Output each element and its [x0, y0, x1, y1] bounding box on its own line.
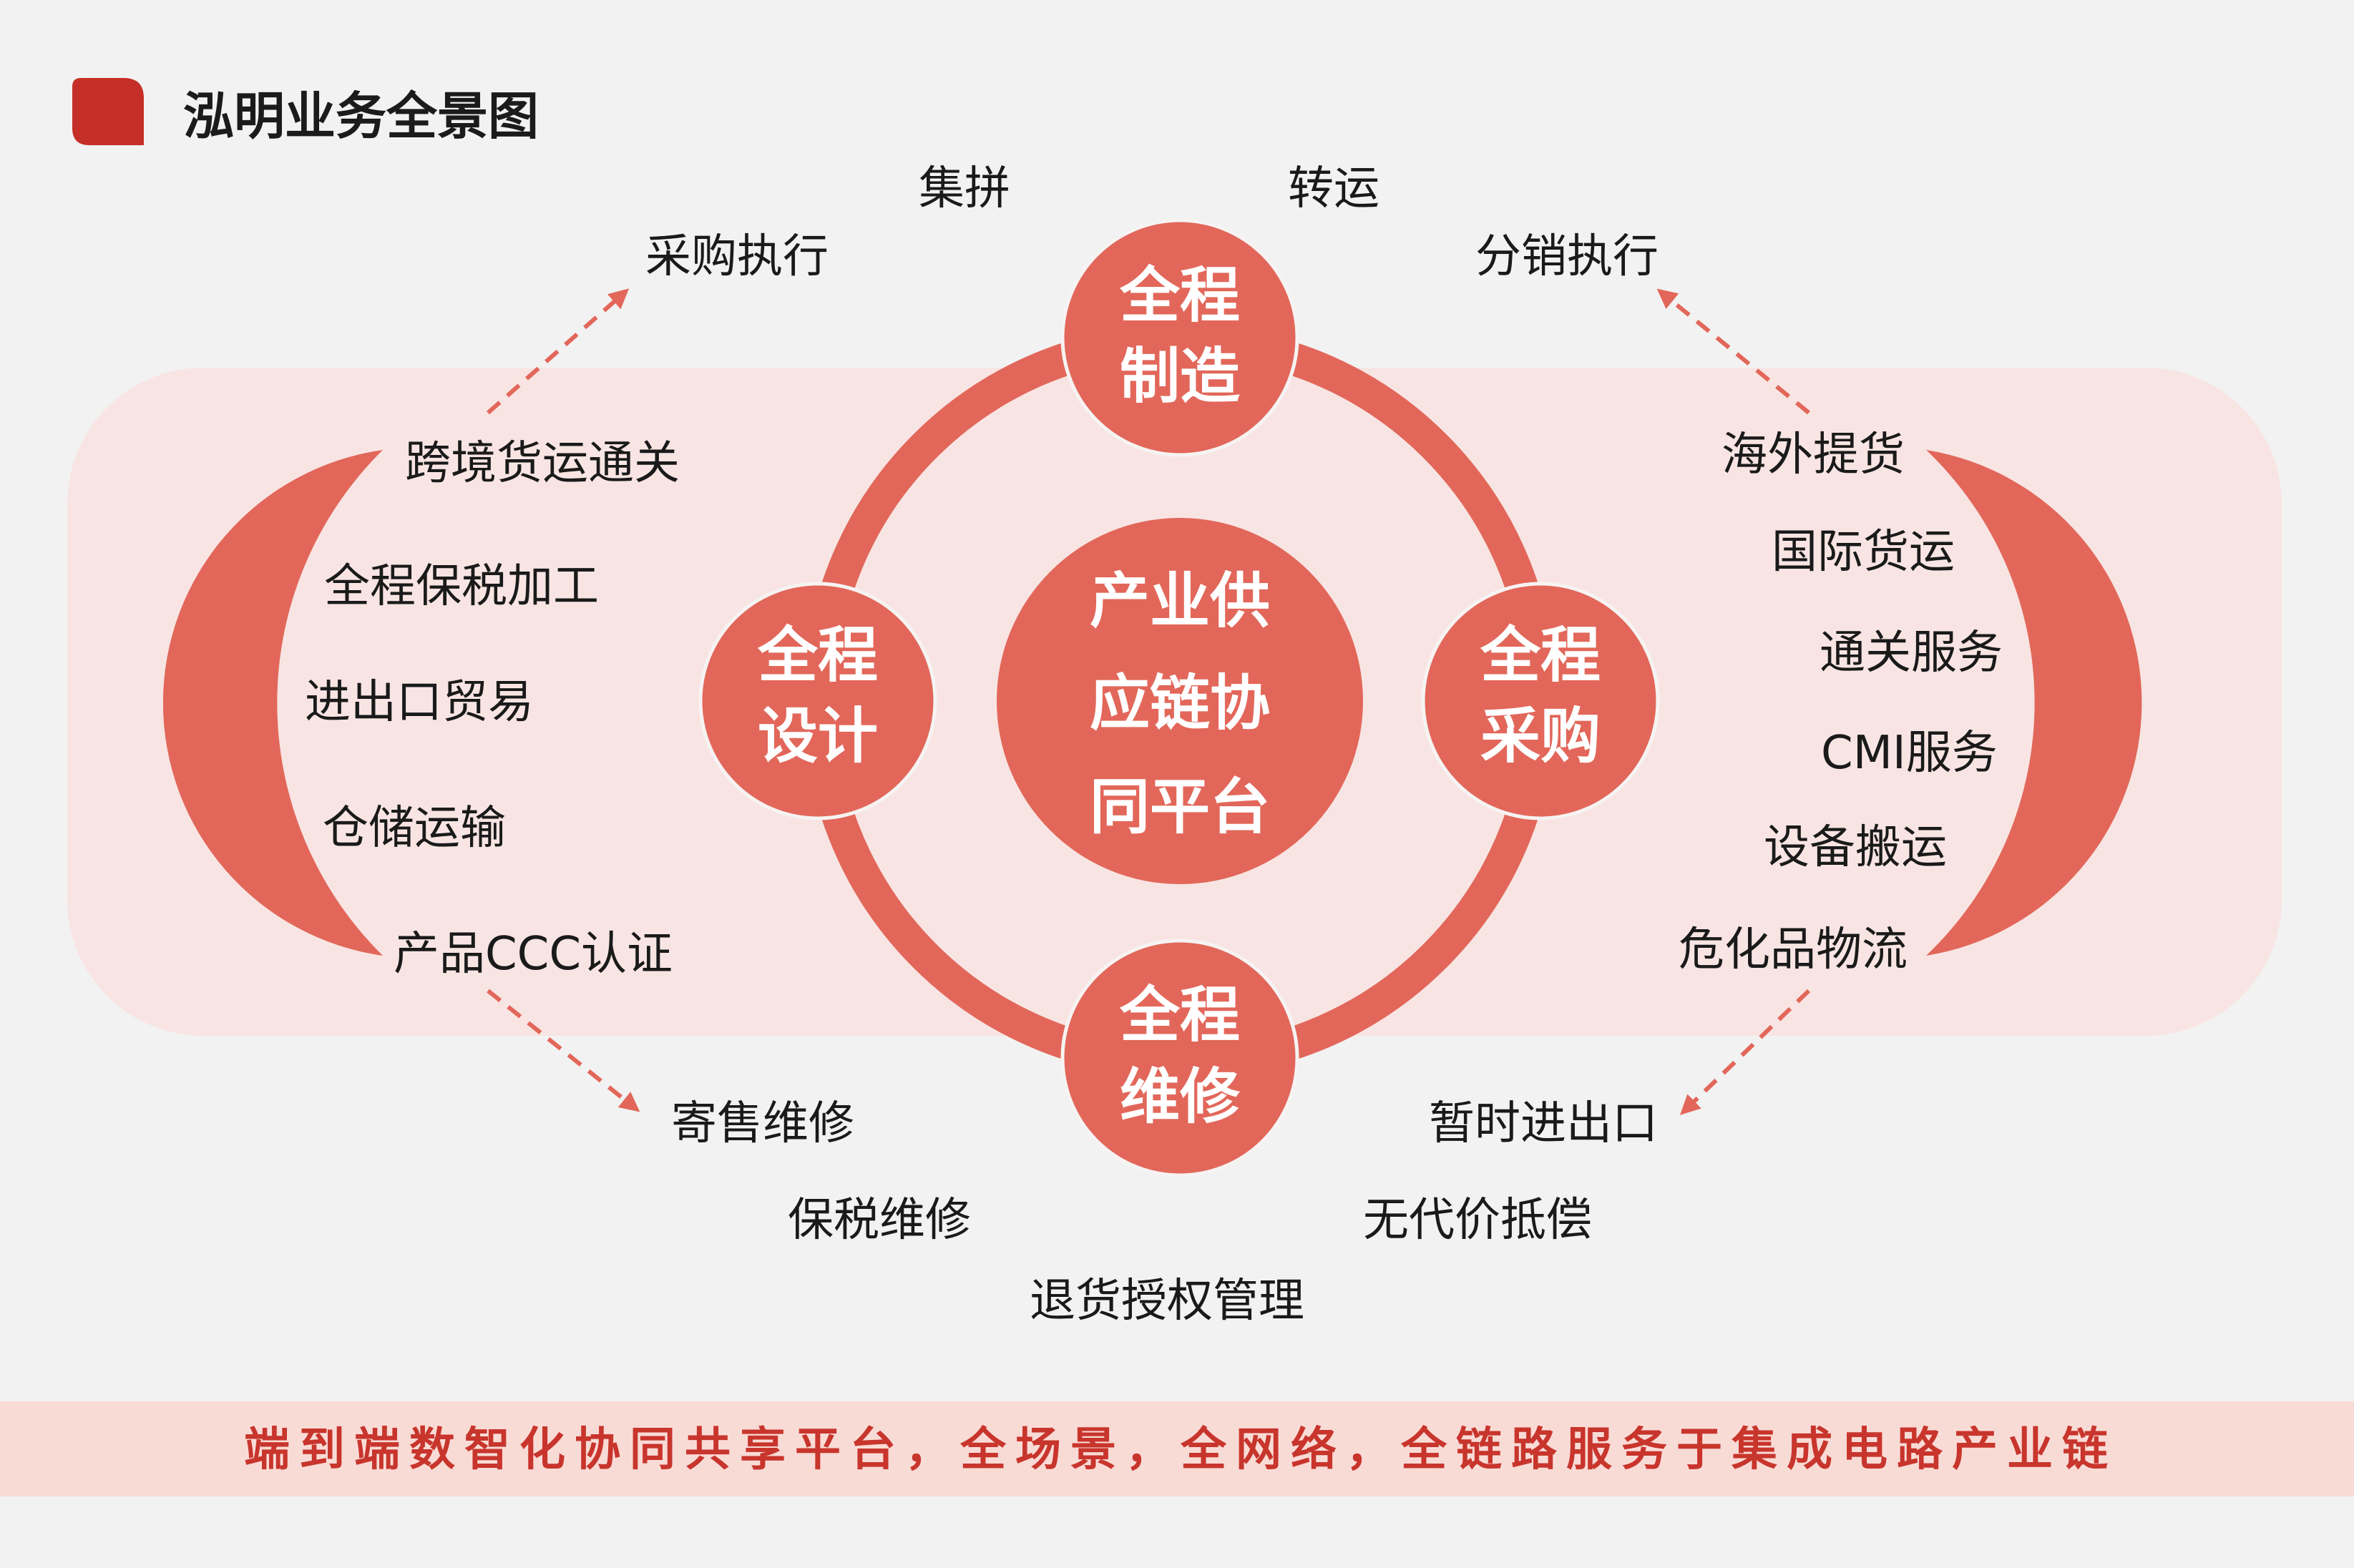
title-badge-icon	[72, 78, 144, 145]
page-title: 泓明业务全景图	[183, 87, 539, 146]
stage-label-manufacturing: 全程	[1119, 260, 1240, 330]
corner-item-upper-right: 分销执行	[1475, 230, 1659, 283]
bottom-item: 退货授权管理	[1030, 1275, 1304, 1328]
bottom-item: 保税维修	[788, 1194, 971, 1247]
corner-item-lower-right: 暂时进出口	[1429, 1097, 1658, 1150]
right-item: 设备搬运	[1764, 821, 1947, 874]
arrow-upper-left	[487, 288, 630, 415]
right-item: 危化品物流	[1679, 923, 1908, 976]
stage-circle-manufacturing	[1060, 218, 1299, 457]
left-item: 仓储运输	[323, 802, 506, 855]
stage-circle-maintenance	[1060, 939, 1299, 1177]
corner-item-upper-left: 采购执行	[645, 230, 829, 283]
arrow-lower-right	[1679, 989, 1811, 1115]
hub-label-line: 产业供	[1090, 566, 1270, 636]
hub-circle	[997, 518, 1363, 884]
crescent-right	[1926, 450, 2142, 956]
top-item: 转运	[1288, 162, 1379, 215]
stage-label-maintenance: 全程	[1119, 980, 1240, 1050]
slogan-text: 端到端数智化协同共享平台，全场景，全网络，全链路服务于集成电路产业链	[244, 1424, 2117, 1476]
top-item: 集拼	[919, 162, 1010, 215]
right-item: 通关服务	[1820, 627, 2003, 680]
right-item: 海外提货	[1721, 428, 1905, 481]
hub-label-line: 应链协	[1090, 668, 1270, 738]
left-item: 进出口贸易	[305, 676, 534, 729]
stage-circle-design	[698, 582, 937, 820]
arrow-lower-left	[487, 989, 640, 1112]
stage-label-design: 全程	[757, 620, 878, 690]
slogan-banner	[0, 1401, 2354, 1496]
corner-item-lower-left: 寄售维修	[671, 1097, 854, 1150]
stage-circle-procurement	[1421, 582, 1660, 820]
crescent-left	[162, 450, 383, 956]
stage-label-procurement: 全程	[1480, 620, 1601, 690]
bottom-item: 无代价抵偿	[1363, 1194, 1592, 1247]
right-item: CMI服务	[1821, 727, 1998, 780]
left-item: 产品CCC认证	[394, 928, 673, 981]
left-item: 跨境货运通关	[405, 437, 680, 490]
stage-label-design: 设计	[758, 701, 878, 771]
stage-label-maintenance: 维修	[1120, 1062, 1241, 1132]
stage-label-procurement: 采购	[1480, 701, 1601, 771]
arrow-upper-right	[1656, 288, 1810, 415]
stage-label-manufacturing: 制造	[1120, 341, 1240, 411]
left-item: 全程保税加工	[324, 560, 599, 613]
hub-label-line: 同平台	[1090, 772, 1270, 842]
right-item: 国际货运	[1772, 526, 1955, 579]
